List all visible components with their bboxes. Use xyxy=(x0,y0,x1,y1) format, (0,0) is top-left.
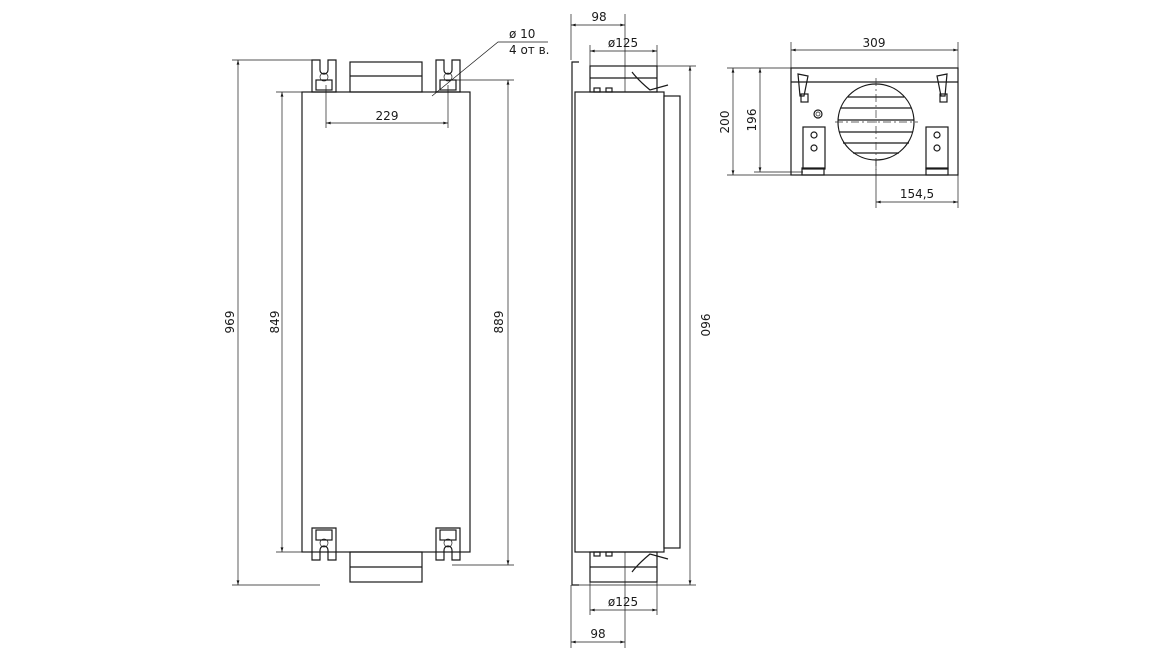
unit-end xyxy=(790,67,959,176)
side-view: 98 ø125 ø125 98 960 xyxy=(570,10,712,648)
top-duct-side xyxy=(589,65,658,93)
dim-mount-height: 889 xyxy=(492,311,506,334)
dim-side-overall-height: 960 xyxy=(698,314,712,337)
front-view: 969 849 889 229 ø 10 4 от в. xyxy=(223,27,549,586)
dim-mount-spacing: 229 xyxy=(376,109,399,123)
unit-body-side xyxy=(574,91,665,553)
dim-bottom-duct-diameter: ø125 xyxy=(608,595,638,609)
dim-top-duct-diameter: ø125 xyxy=(608,36,638,50)
top-duct xyxy=(349,61,423,93)
unit-body-front xyxy=(301,91,471,553)
dim-body-height: 849 xyxy=(268,311,282,334)
dim-overall-height: 969 xyxy=(223,311,237,334)
dim-center-offset: 154,5 xyxy=(900,187,934,201)
dim-width: 309 xyxy=(863,36,886,50)
dim-outer-height: 200 xyxy=(718,111,732,134)
dim-inner-height: 196 xyxy=(745,109,759,132)
hole-count-note: 4 от в. xyxy=(509,43,549,57)
dim-top-offset: 98 xyxy=(591,10,606,24)
hole-diameter-note: ø 10 xyxy=(509,27,535,41)
mount-bracket xyxy=(311,59,337,93)
end-view: 309 200 196 154,5 xyxy=(718,36,959,208)
dim-bottom-offset: 98 xyxy=(590,627,605,641)
